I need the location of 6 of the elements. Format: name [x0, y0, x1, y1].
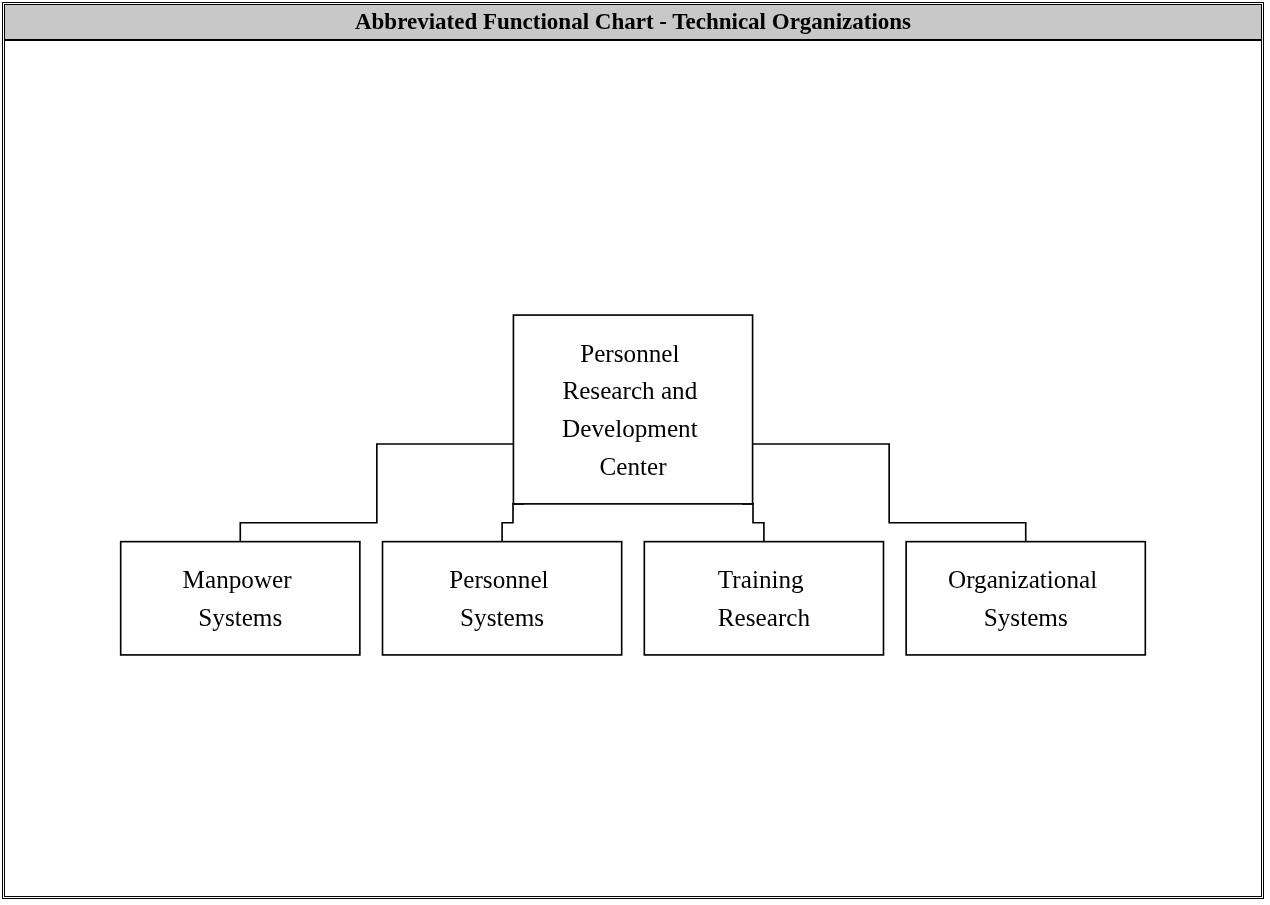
node-box: Training Research	[643, 540, 885, 656]
node-box: Personnel Systems	[381, 540, 623, 656]
node-box: Manpower Systems	[119, 540, 361, 656]
node-box: Organizational Systems	[905, 540, 1147, 656]
chart-title: Abbreviated Functional Chart - Technical Organizations	[5, 5, 1261, 41]
node-box: Personnel Research and Development Center	[512, 314, 754, 505]
